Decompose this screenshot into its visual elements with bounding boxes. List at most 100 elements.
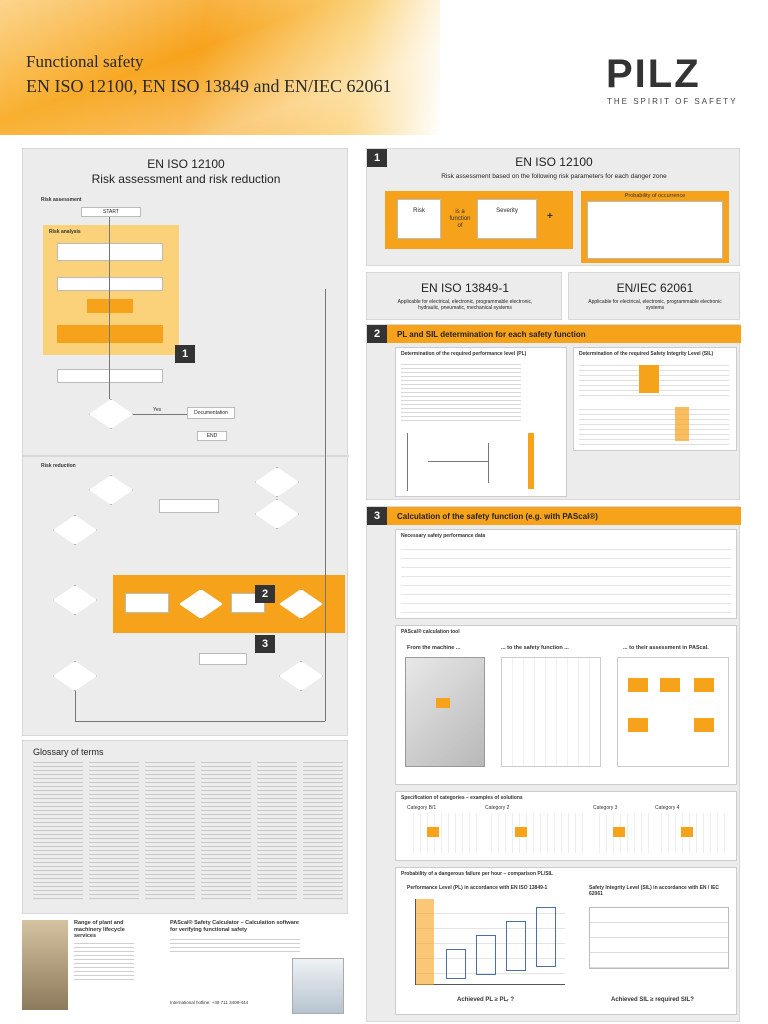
section3-header [367, 507, 741, 525]
end-label: END [206, 433, 218, 439]
categories-title: Specification of categories – examples o… [401, 795, 523, 801]
section1-standard: EN ISO 12100 [515, 155, 593, 169]
cat3-label: Category 3 [593, 805, 618, 811]
plus-sign: + [547, 211, 553, 222]
user-info-box [199, 653, 247, 665]
glossary-col4 [201, 759, 251, 899]
pascal-tool-title: PAScal® calculation tool [401, 629, 460, 635]
is-function-label: is a function of [449, 209, 471, 230]
section2-num: 2 [367, 325, 387, 343]
inherent-measures-box [159, 499, 219, 513]
assessment-block2 [660, 678, 680, 692]
cat3-diagram [593, 813, 649, 853]
section2-title: PL and SIL determination for each safety… [397, 330, 586, 339]
section3-title: Calculation of the safety function (e.g.… [397, 512, 598, 521]
flow-line-bottom [75, 721, 325, 722]
graph-branch1 [428, 461, 488, 462]
marker-2: 2 [255, 585, 275, 603]
pl-title: Determination of the required performanc… [401, 351, 527, 357]
section3-num: 3 [367, 507, 387, 525]
glossary-col6 [303, 759, 343, 899]
services-heading: Range of plant and machinery lifecycle s… [74, 920, 125, 940]
yes-label: Yes [153, 407, 162, 413]
perf-data-title: Necessary safety performance data [401, 533, 486, 539]
probability-label: Probability of occurrence [624, 193, 686, 199]
step1-label: From the machine ... [407, 645, 461, 651]
title-line1: Functional safety [26, 52, 144, 71]
services-photo [22, 920, 68, 1010]
iec62061-title: EN/IEC 62061 [616, 281, 694, 295]
graph-pl-column [528, 433, 534, 489]
cat4-block [681, 827, 693, 837]
risk-reduction-label: Risk reduction [41, 463, 76, 469]
machine-illustration [405, 657, 485, 767]
glossary-title: Glossary of terms [33, 747, 104, 757]
probability-box [587, 201, 723, 259]
glossary-col2 [89, 759, 139, 899]
glossary-col1 [33, 759, 83, 899]
flow-line-main [109, 217, 110, 399]
cat3-block [613, 827, 625, 837]
services-block: Range of plant and machinery lifecycle s… [22, 918, 348, 1018]
pascal-assessment [617, 657, 729, 767]
risk-label: Risk [413, 208, 425, 214]
probability-title: Probability of a dangerous failure per h… [401, 871, 553, 877]
iec62061-panel: EN/IEC 62061 Applicable for electrical, … [568, 272, 740, 320]
cat1-block [427, 827, 439, 837]
sil-class-column [675, 407, 689, 441]
sil-table-bottom [579, 405, 729, 445]
other-categories-diamond [53, 585, 97, 615]
pascal-heading: PAScal® Safety Calculator – Calculation … [170, 920, 299, 933]
hazard-box [57, 277, 163, 291]
marker-3: 3 [255, 635, 275, 653]
risk-assessment-panel: EN ISO 12100 Risk assessment and risk re… [22, 148, 349, 736]
pl-chart-box4 [536, 907, 556, 967]
other-hazards-diamond [255, 467, 299, 497]
marker-1: 1 [175, 345, 195, 363]
start-box: START [81, 207, 141, 217]
machine-part [436, 698, 450, 708]
limits-box [57, 243, 163, 261]
cat2-block [515, 827, 527, 837]
safety-function-diagram [501, 657, 601, 767]
flow-line-lower [75, 691, 76, 721]
pl-chart-title: Performance Level (PL) in accordance wit… [407, 885, 548, 891]
assessment-block4 [628, 718, 648, 732]
risk-reduced-diamond [89, 399, 133, 429]
risk-reduction-divider [23, 455, 349, 457]
header-swoosh [0, 0, 440, 135]
section1-subtitle: Risk assessment based on the following r… [441, 173, 667, 180]
pl-chart-region [416, 899, 434, 985]
hazard-id-box [87, 299, 133, 313]
risk-evaluation-box [57, 369, 163, 383]
section2-panel: 2 PL and SIL determination for each safe… [366, 324, 741, 500]
graph-branch2 [488, 443, 489, 483]
risk-assessment-label: Risk assessment [41, 197, 82, 203]
pl-chart-box3 [506, 921, 526, 971]
step3-label: ... to their assessment in PAScal. [623, 645, 709, 651]
specified-limit-diamond [53, 661, 97, 691]
assessment-block5 [694, 718, 714, 732]
sil-title: Determination of the required Safety Int… [579, 351, 714, 357]
pl-chart [415, 899, 565, 985]
glossary-panel: Glossary of terms [22, 740, 348, 914]
header: Functional safety EN ISO 12100, EN ISO 1… [0, 0, 768, 135]
assessment-block1 [628, 678, 648, 692]
severity-label: Severity [496, 208, 518, 214]
pl-chart-box2 [476, 935, 496, 975]
iso13849-title: EN ISO 13849-1 [420, 281, 510, 295]
cat4-label: Category 4 [655, 805, 680, 811]
left-title: Risk assessment and risk reduction [91, 172, 281, 186]
pascal-text [170, 936, 300, 952]
cat1-label: Category B/1 [407, 805, 437, 811]
intended-reduction-diamond [255, 499, 299, 529]
pl-params [401, 361, 521, 421]
flow-line-right [325, 289, 326, 721]
risk-analysis-label: Risk analysis [49, 229, 81, 235]
section1-num: 1 [367, 149, 387, 167]
achieved-pl: Achieved PL ≥ PLᵣ ? [457, 997, 515, 1003]
flow-line-yes [133, 414, 187, 415]
inherent-safe-diamond [89, 475, 133, 505]
cat4-diagram [655, 813, 731, 853]
iso13849-desc: Applicable for electrical, electronic, p… [397, 299, 533, 311]
